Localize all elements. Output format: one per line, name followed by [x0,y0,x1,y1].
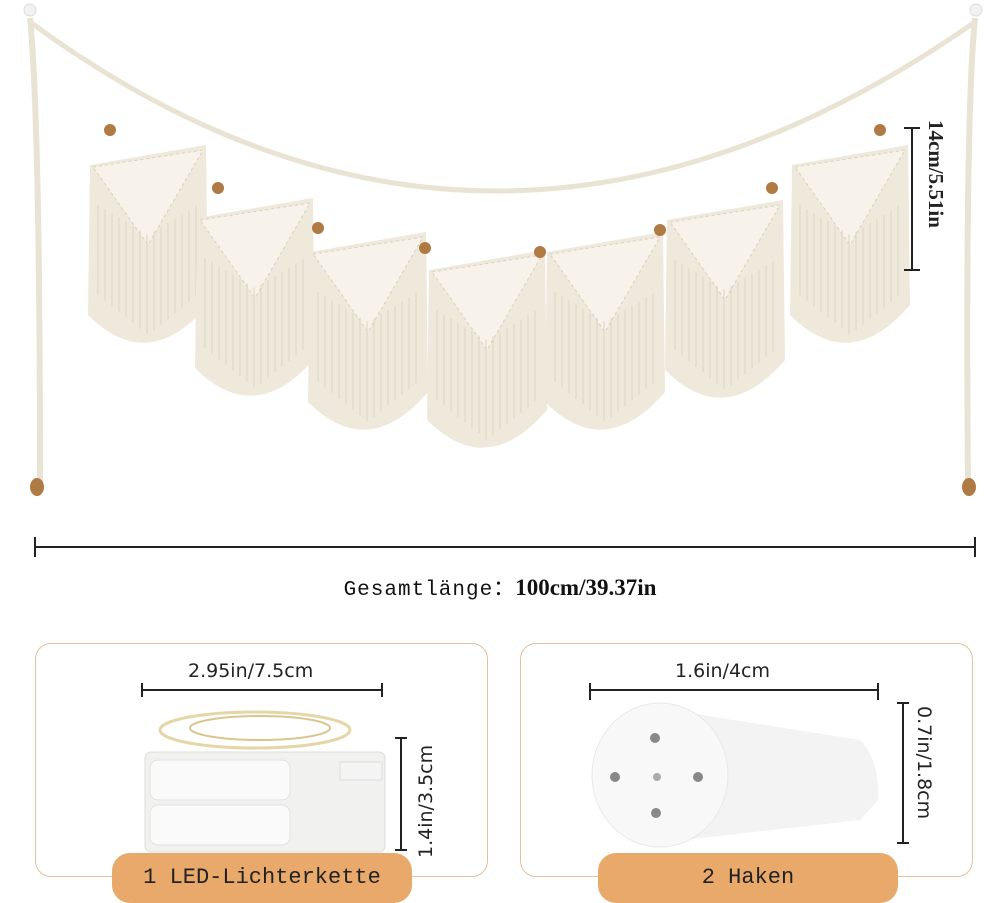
wooden-bead [212,182,224,194]
led-string-lights [144,710,386,853]
rope [23,3,983,496]
macrame-pennant [195,198,315,396]
led-width-label: 2.95in/7.5cm [188,660,314,682]
wooden-bead [312,222,324,234]
wall-hook [591,702,879,848]
hook-width-label: 1.6in/4cm [675,660,770,682]
hook-height-label: 0.7in/1.8cm [913,706,935,820]
accessory-dimension-lines [141,683,909,851]
wooden-bead [654,224,666,236]
bead [962,478,976,496]
height-dimension-line [904,127,920,271]
height-label: 14cm/5.51in [924,120,948,228]
total-length-dimension-line [34,537,976,557]
macrame-pennant [545,232,665,430]
macrame-pennant [665,200,785,398]
wooden-bead [766,182,778,194]
macrame-pennant [88,145,208,343]
left-hook [23,3,37,17]
led-height-label: 1.4in/3.5cm [415,744,437,858]
led-lights-badge: 1 LED-Lichterkette [112,853,412,903]
wooden-bead [104,124,116,136]
total-length-label: Gesamtlänge： [343,579,516,602]
bead [30,478,44,496]
total-length: Gesamtlänge：100cm/39.37in [0,572,1000,602]
macrame-pennant [308,232,428,430]
total-length-value: 100cm/39.37in [515,575,657,600]
macrame-pennant [427,250,547,448]
macrame-pennant [790,145,910,343]
right-hook [969,3,983,17]
wooden-bead [419,242,431,254]
wooden-bead [874,124,886,136]
hooks-badge: 2 Haken [598,853,898,903]
wooden-bead [534,246,546,258]
